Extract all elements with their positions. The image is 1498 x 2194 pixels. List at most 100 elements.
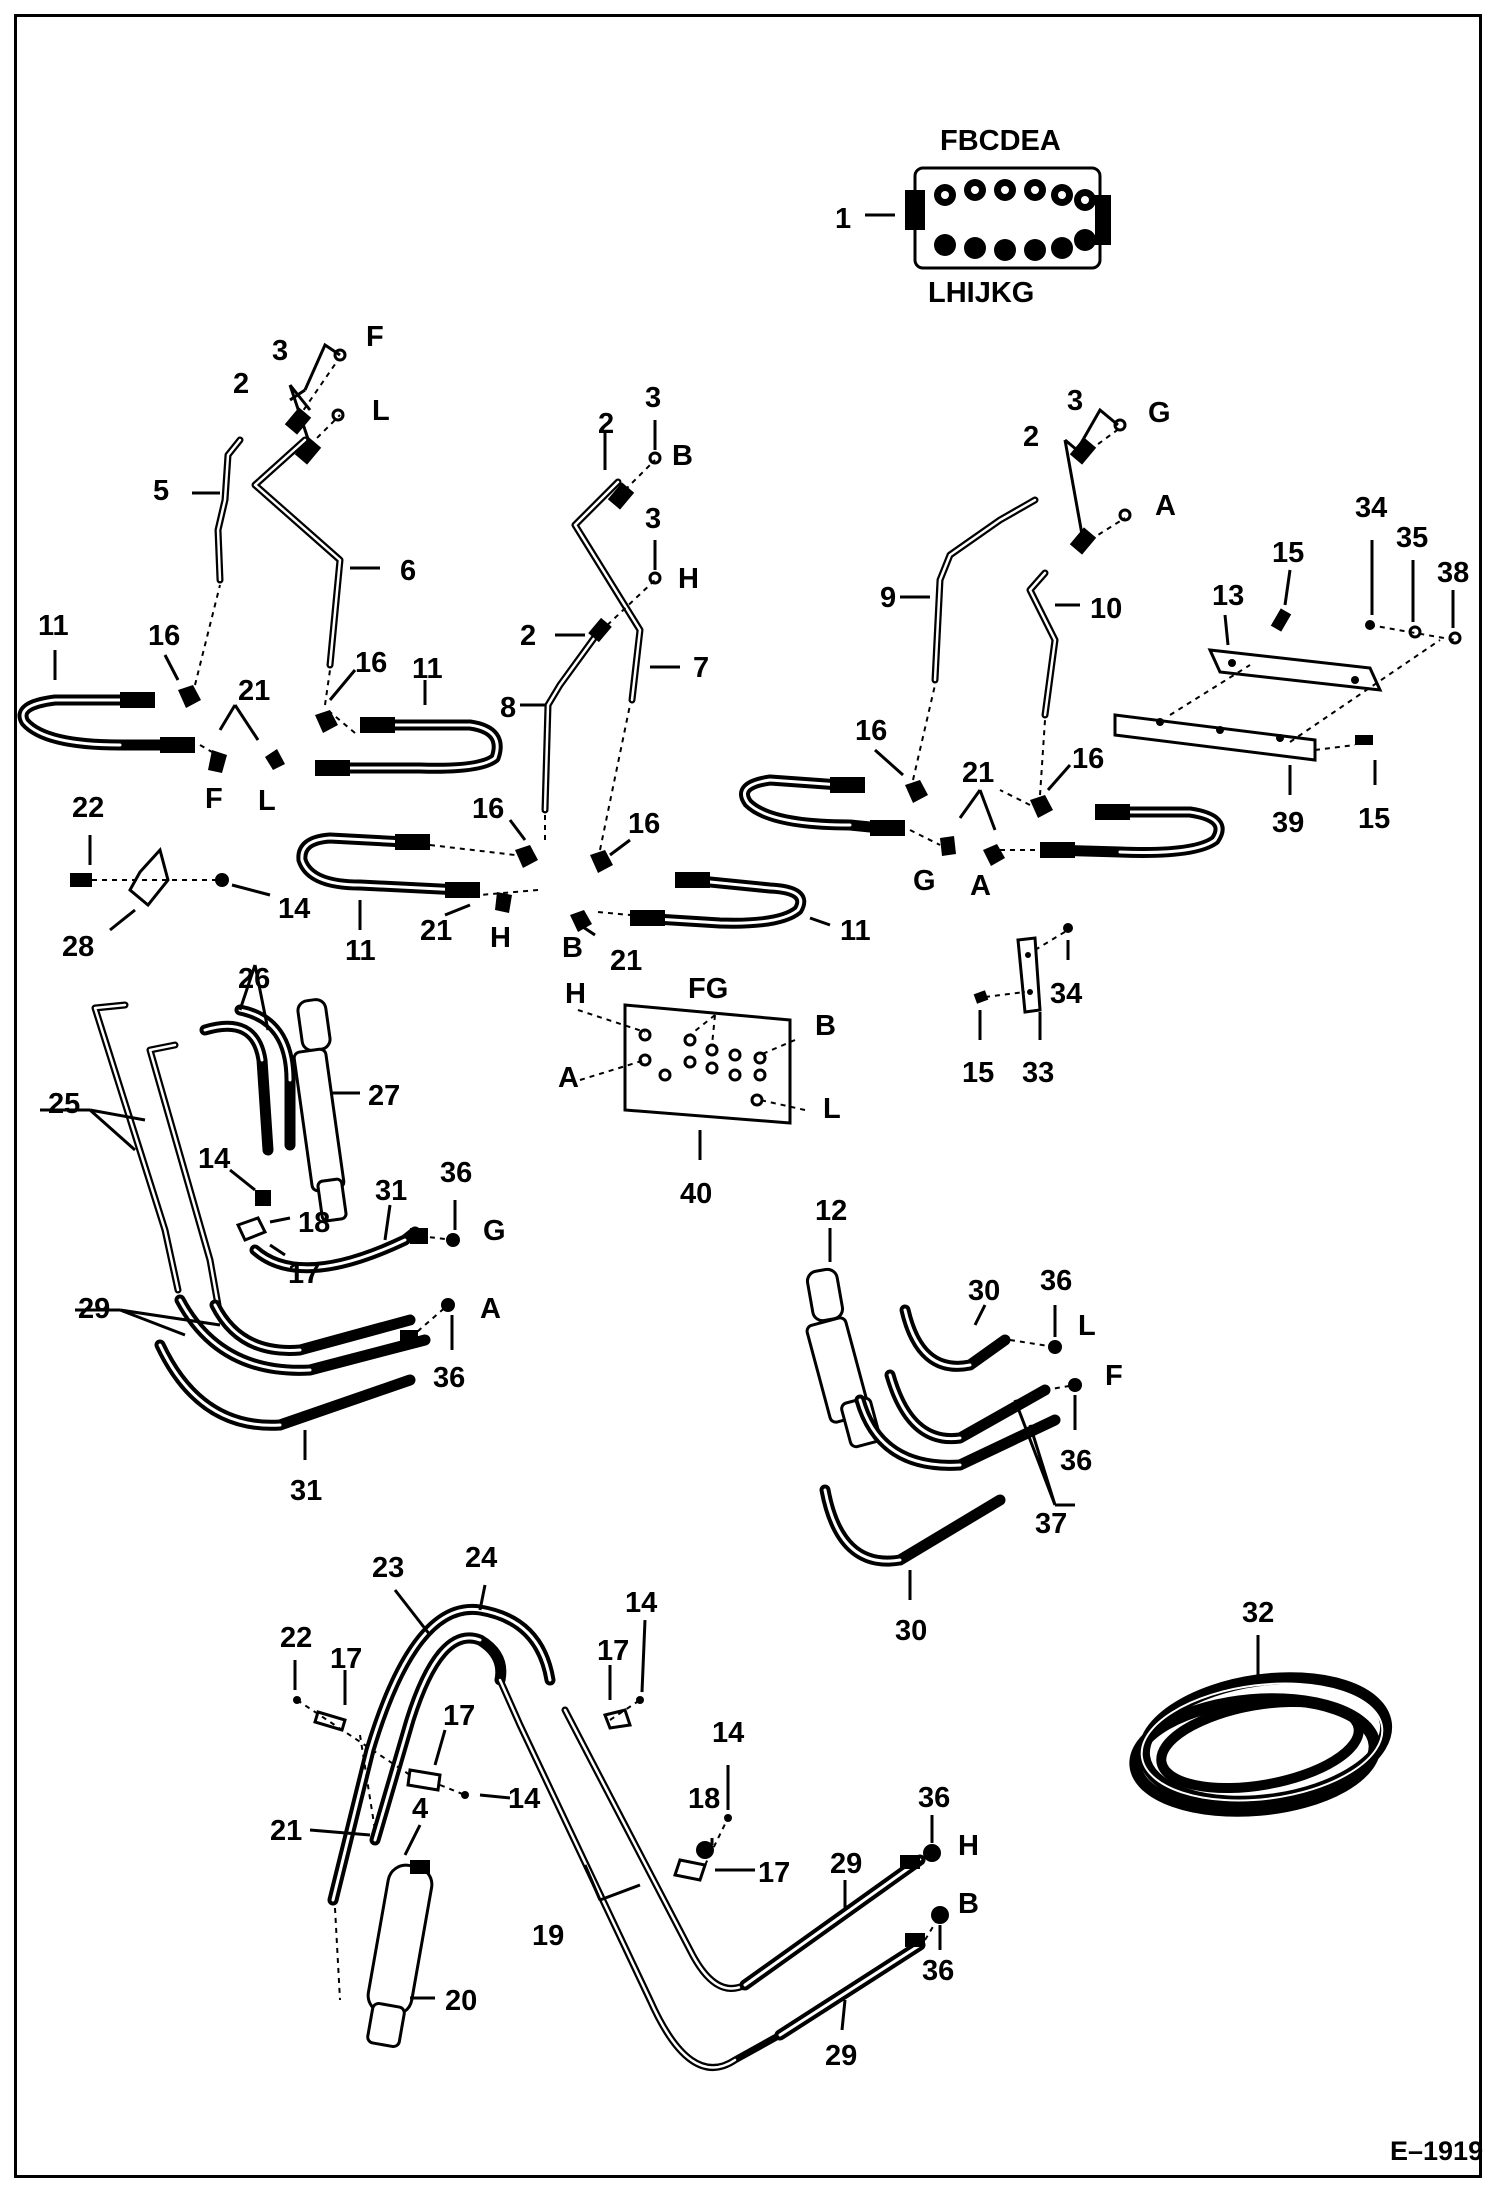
label-5: 5 [153, 475, 169, 507]
drawing-code: E–1919 [1390, 2136, 1483, 2166]
label-22: 22 [72, 792, 104, 824]
cylinder-20 [366, 1860, 434, 2049]
label-18: 18 [688, 1783, 720, 1815]
label-2: 2 [1023, 421, 1039, 453]
label-12: 12 [815, 1195, 847, 1227]
label-14: 14 [712, 1717, 744, 1749]
label-A: A [970, 870, 991, 902]
label-17: 17 [758, 1857, 790, 1889]
tube-6 [251, 436, 344, 669]
cylinder-12 [805, 1228, 882, 1449]
label-3: 3 [1067, 385, 1083, 417]
label-16: 16 [855, 715, 887, 747]
left-arm-leaders [40, 964, 457, 1460]
hose-11-upper-mid [315, 717, 503, 776]
label-9: 9 [880, 582, 896, 614]
callout-labels: 1 3 F 2 L 5 6 3 2 B 3 H 2 7 8 3 G 2 A 9 … [38, 203, 1469, 2072]
label-2: 2 [233, 368, 249, 400]
bracket-13 [1207, 648, 1383, 692]
coiled-hose-32 [1129, 1635, 1393, 1817]
label-1: 1 [835, 203, 851, 235]
label-10: 10 [1090, 593, 1122, 625]
label-20: 20 [445, 1985, 477, 2017]
label-15: 15 [962, 1057, 994, 1089]
tubes-19 [496, 1676, 784, 2071]
label-17: 17 [443, 1700, 475, 1732]
label-38: 38 [1437, 557, 1469, 589]
label-30: 30 [968, 1275, 1000, 1307]
label-4: 4 [412, 1793, 428, 1825]
bracket-39 [1113, 713, 1317, 762]
label-11: 11 [412, 653, 443, 685]
label-37: 37 [1035, 1508, 1067, 1540]
hoses-29-31-left [154, 1226, 431, 1431]
label-A: A [558, 1062, 579, 1094]
label-21: 21 [962, 757, 994, 789]
bracket-hardware [1169, 540, 1462, 795]
hoses-26 [199, 1004, 296, 1156]
hose-11-right-a [739, 774, 905, 836]
label-3: 3 [645, 503, 661, 535]
label-F: F [366, 321, 384, 353]
label-2: 2 [598, 408, 614, 440]
hose-11-right-middle [630, 872, 807, 929]
label-30: 30 [895, 1615, 927, 1647]
label-L: L [1078, 1310, 1096, 1342]
label-H: H [565, 978, 586, 1010]
drawing-frame [14, 14, 1482, 2178]
label-16: 16 [472, 793, 504, 825]
label-21: 21 [610, 945, 642, 977]
label-F: F [205, 783, 223, 815]
label-14: 14 [278, 893, 310, 925]
label-19: 19 [532, 1920, 564, 1952]
label-H: H [490, 922, 511, 954]
label-36: 36 [918, 1782, 950, 1814]
label-7: 7 [693, 652, 709, 684]
label-35: 35 [1396, 522, 1428, 554]
bucket-small-parts [293, 1696, 949, 2001]
left-arm-small-parts [235, 1190, 460, 1346]
label-18: 18 [298, 1207, 330, 1239]
label-H: H [678, 563, 699, 595]
label-25: 25 [48, 1088, 80, 1120]
clamp-33 [973, 923, 1073, 1040]
label-22: 22 [280, 1622, 312, 1654]
tube-7 [571, 478, 644, 704]
label-L: L [372, 395, 390, 427]
label-23: 23 [372, 1552, 404, 1584]
label-17: 17 [597, 1635, 629, 1667]
tube-8 [541, 626, 604, 814]
tubes-25 [91, 1001, 222, 1309]
label-FG: FG [688, 973, 728, 1005]
manifold-plate-40 [577, 1003, 806, 1160]
label-B: B [562, 932, 583, 964]
label-L: L [258, 785, 276, 817]
label-36: 36 [1040, 1265, 1072, 1297]
label-29: 29 [78, 1293, 110, 1325]
label-L: L [823, 1093, 841, 1125]
label-21: 21 [420, 915, 452, 947]
label-11: 11 [840, 915, 871, 947]
hose-11-left [17, 692, 195, 753]
bucket-leaders [293, 1584, 942, 2031]
label-33: 33 [1022, 1057, 1054, 1089]
label-31: 31 [290, 1475, 322, 1507]
hose-11-middle [296, 832, 480, 898]
elbow-fittings [178, 685, 1053, 932]
right-arm-small-parts [908, 1304, 1082, 1600]
label-16: 16 [355, 647, 387, 679]
control-valve [905, 166, 1111, 270]
label-17: 17 [288, 1258, 320, 1290]
label-G: G [913, 865, 936, 897]
leader-lines-upper [192, 342, 1126, 707]
label-34: 34 [1355, 492, 1387, 524]
hoses-29-bucket [739, 1854, 926, 2041]
label-3: 3 [272, 335, 288, 367]
label-29: 29 [830, 1848, 862, 1880]
clamp-22-28 [70, 835, 271, 932]
label-39: 39 [1272, 807, 1304, 839]
label-3: 3 [645, 382, 661, 414]
leader-lines-hoses [53, 584, 1072, 937]
label-36: 36 [922, 1955, 954, 1987]
